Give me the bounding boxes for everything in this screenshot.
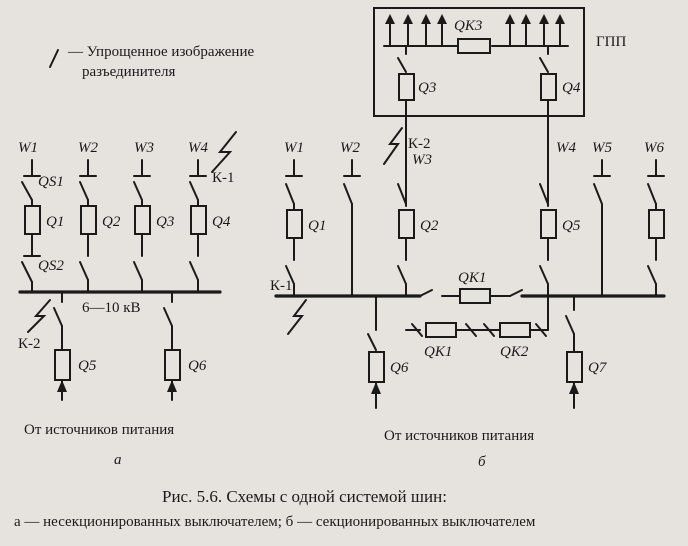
breaker-a-q3 [134,205,151,235]
voltage-label: 6—10 кВ [82,300,141,316]
legend-text-line1: — Упрощенное изображение [67,44,254,60]
gpp-breaker-q3 [398,73,415,101]
breaker-a-q4 [190,205,207,235]
disconnector-a-qs2: QS2 [38,258,64,274]
legend: — Упрощенное изображение разъединителя [49,44,254,80]
feeder-b-w1: W1 [284,140,304,156]
sources-label-b: От источников питания [384,428,534,444]
disconnector-a-qs1: QS1 [38,174,64,190]
feeder-a-w1: W1 [18,140,38,156]
breaker-a-q4-label: Q4 [212,214,231,230]
breaker-b-w6 [648,209,665,239]
breaker-a-q1-label: Q1 [46,214,64,230]
qk1-top-label: QK1 [458,270,486,286]
gpp-breaker-q4 [540,73,557,101]
source-arrow-b-1 [371,382,381,394]
gpp-breaker-qk3 [457,38,491,54]
breaker-a-q3-label: Q3 [156,214,174,230]
fault-k1-a-symbol [211,131,237,173]
fault-a-k1-label: К-1 [212,170,235,186]
fault-k1-b-symbol [287,299,307,335]
breaker-b-q7-label: Q7 [588,360,608,376]
gpp-q4-label: Q4 [562,80,581,96]
feeder-a-w2: W2 [78,140,98,156]
breaker-a-q6-label: Q6 [188,358,207,374]
breaker-b-q2 [398,209,415,239]
diagram-b-letter: б [478,454,486,470]
breaker-a-q2-label: Q2 [102,214,121,230]
breaker-b-q6 [368,351,385,383]
feeder-b-w3: W3 [412,152,432,168]
fault-k2-b-symbol [383,127,403,165]
feeder-b-w4: W4 [556,140,576,156]
fault-b-k1-label: К-1 [270,278,293,294]
sources-label-a: От источников питания [24,422,174,438]
caption: Рис. 5.6. Схемы с одной системой шин: а … [14,487,536,530]
feeder-a-w3: W3 [134,140,154,156]
gpp-label: ГПП [596,34,627,50]
diagram-a: W1 W2 W3 W4 К-1 QS1 Q1 Q2 Q3 Q4 QS2 Q5 Q… [18,131,237,468]
caption-title: Рис. 5.6. Схемы с одной системой шин: [162,487,447,506]
breaker-a-q5-label: Q5 [78,358,97,374]
sectional-breaker-qk2 [499,322,531,338]
feeder-b-w5: W5 [592,140,612,156]
diagram-b: ГПП QK3 Q3 Q4 К-2 [270,7,666,470]
source-arrow-a-1 [57,380,67,392]
breaker-b-q1-label: Q1 [308,218,326,234]
qk2-lower-label: QK2 [500,344,529,360]
diagram-a-letter: а [114,452,122,468]
breaker-b-q2-label: Q2 [420,218,439,234]
sectional-breaker-qk1-top [459,288,491,304]
breaker-a-q6 [164,349,181,381]
sectional-breaker-qk1 [425,322,457,338]
breaker-a-q1 [24,205,41,235]
qk1-lower-label: QK1 [424,344,452,360]
fault-b-k2-label: К-2 [408,136,431,152]
source-arrow-b-2 [569,382,579,394]
feeder-b-w2: W2 [340,140,360,156]
breaker-b-q6-label: Q6 [390,360,409,376]
breaker-a-q2 [80,205,97,235]
breaker-b-q5-label: Q5 [562,218,581,234]
legend-text-line2: разъединителя [82,64,175,80]
breaker-a-q5 [54,349,71,381]
breaker-b-q7 [566,351,583,383]
gpp-frame [373,7,585,117]
qk3-label: QK3 [454,18,482,34]
breaker-b-q1 [286,209,303,239]
gpp-q3-label: Q3 [418,80,436,96]
feeder-b-w6: W6 [644,140,664,156]
fault-a-k2-label: К-2 [18,336,41,352]
fault-k2-a-symbol [27,299,51,333]
source-arrow-a-2 [167,380,177,392]
feeder-a-w4: W4 [188,140,208,156]
breaker-b-q5 [540,209,557,239]
caption-subtitle: а — несекционированных выключателем; б —… [14,514,536,530]
legend-disconnector-symbol [49,49,59,68]
